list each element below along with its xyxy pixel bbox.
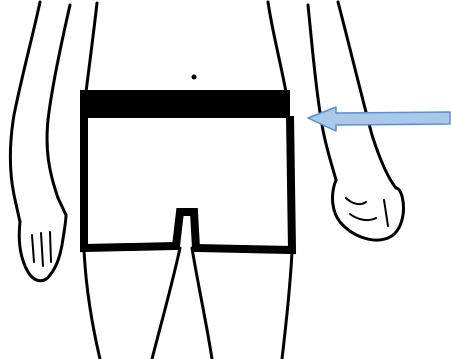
left-arm-outer xyxy=(10,2,40,222)
left-arm-inner xyxy=(47,5,70,215)
torso-left-side xyxy=(86,3,97,92)
shorts-waistband xyxy=(80,90,290,118)
left-hand-fingers xyxy=(32,232,51,266)
right-arm-outer xyxy=(338,2,396,188)
right-hand-fingers xyxy=(346,198,388,226)
right-arm-inner xyxy=(308,5,336,180)
pointer-arrow xyxy=(308,107,450,131)
torso-right-side xyxy=(268,2,286,92)
left-leg-inner xyxy=(152,248,180,359)
left-leg-outer xyxy=(84,250,100,359)
navel xyxy=(192,75,197,80)
right-hand xyxy=(333,180,404,240)
right-leg-outer xyxy=(282,252,292,359)
right-leg-inner xyxy=(192,248,212,359)
shorts-outline xyxy=(84,116,292,250)
